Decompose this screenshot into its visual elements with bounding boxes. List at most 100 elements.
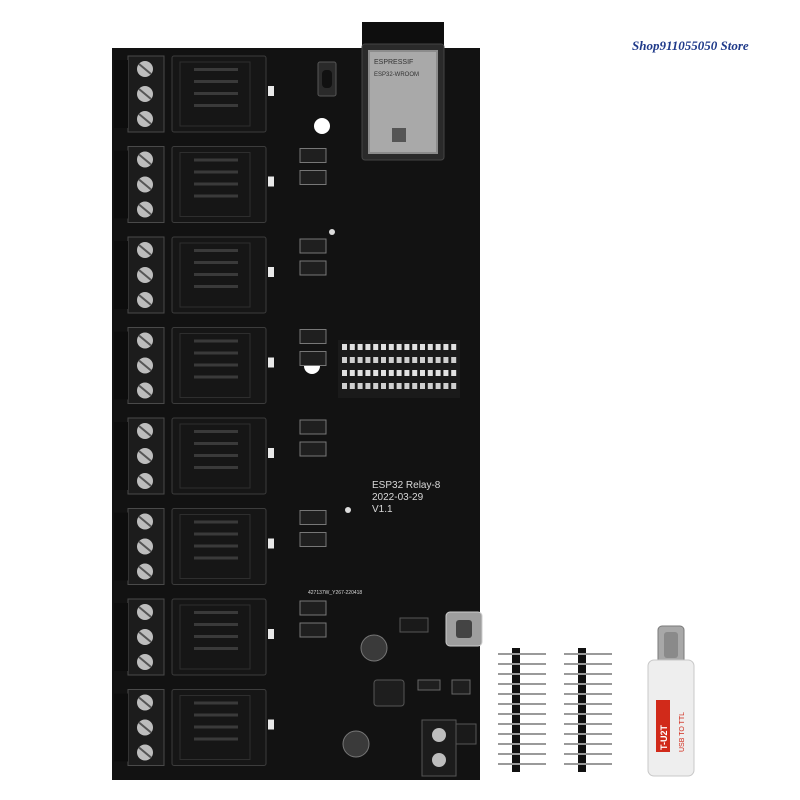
smd-component	[455, 723, 477, 745]
relay-marking	[194, 285, 238, 288]
screw-slot	[138, 334, 152, 347]
adapter-body	[647, 659, 695, 777]
status-led	[268, 86, 274, 96]
header-pad	[443, 383, 449, 389]
screw-slot	[138, 113, 152, 125]
header-pad	[420, 370, 425, 376]
terminal-label-strip	[114, 331, 128, 400]
transistor	[299, 441, 327, 457]
header-pad	[412, 370, 418, 376]
relay-marking	[194, 466, 238, 469]
relay-board: ESPRESSIF ESP32-WROOM ESP32 Relay-8 2022…	[112, 22, 483, 780]
screw-slot	[138, 88, 152, 100]
header-pad	[357, 344, 363, 350]
relay-face	[179, 242, 251, 308]
status-led	[268, 176, 274, 187]
transistor	[299, 238, 327, 254]
board-serial: 427137W_Y267-220418	[308, 590, 362, 596]
header-pad	[443, 344, 449, 350]
status-led	[268, 538, 274, 549]
transistor	[299, 532, 327, 547]
pin-header	[564, 648, 612, 772]
pin-header	[498, 648, 546, 772]
status-led	[268, 357, 274, 368]
relay-marking	[194, 430, 238, 433]
header-pad	[404, 370, 410, 376]
header-pad	[373, 344, 379, 350]
relay-marking	[194, 273, 238, 276]
transistor	[299, 148, 327, 163]
transistor	[299, 351, 327, 366]
screw	[432, 728, 446, 742]
inductor	[373, 679, 405, 707]
screw-slot	[138, 565, 152, 578]
header-pad	[404, 383, 410, 389]
screw-slot	[138, 203, 152, 216]
header-pad	[412, 383, 418, 389]
header-pad	[435, 383, 441, 389]
header-pad	[396, 370, 402, 376]
status-led	[268, 267, 274, 277]
header-pad	[357, 357, 363, 363]
terminal-label-strip	[114, 150, 128, 219]
terminal-label-strip	[114, 603, 128, 671]
header-pad	[388, 370, 394, 376]
relay-marking	[194, 647, 238, 650]
header-pad	[373, 383, 379, 389]
relay-marking	[194, 737, 238, 741]
relay-channel	[114, 55, 274, 133]
screw-slot	[138, 359, 152, 372]
via	[345, 507, 351, 513]
header-pad	[349, 357, 355, 363]
screw-slot	[138, 721, 152, 734]
loose-pin-headers	[498, 648, 612, 772]
header-pad	[381, 357, 386, 363]
adapter-brand: T-U2T	[659, 724, 669, 750]
relay-marking	[194, 339, 238, 343]
transistor	[299, 510, 327, 525]
header-pad	[443, 357, 449, 363]
terminal-label-strip	[114, 693, 128, 762]
capacitor	[342, 730, 370, 758]
header-pad	[388, 344, 394, 350]
relay-channel	[114, 327, 327, 404]
header-pad	[373, 370, 379, 376]
header-pad	[435, 370, 441, 376]
header-pad	[451, 344, 457, 350]
relay-face	[179, 152, 251, 217]
header-pad	[373, 357, 379, 363]
relay-face	[179, 514, 251, 579]
header-pad	[420, 383, 425, 389]
screw-slot	[138, 515, 152, 528]
relay-channel	[114, 508, 327, 585]
mounting-hole	[314, 118, 330, 134]
header-plastic	[512, 648, 520, 772]
adapter-label: USB TO TTL	[679, 712, 686, 752]
status-led	[268, 629, 274, 639]
regulator-chip	[399, 617, 429, 633]
header-pad	[357, 383, 363, 389]
screw-slot	[138, 631, 152, 643]
header-pad	[388, 357, 394, 363]
header-pad	[451, 370, 457, 376]
header-pad	[427, 344, 433, 350]
relay-marking	[194, 170, 238, 174]
relay-face	[179, 333, 251, 398]
module-brand: ESPRESSIF	[374, 59, 413, 66]
header-pad	[451, 357, 457, 363]
module-model: ESP32-WROOM	[374, 72, 419, 78]
header-pad	[404, 344, 410, 350]
relay-channel	[114, 146, 327, 223]
screw-slot	[138, 450, 152, 462]
screw-slot	[138, 153, 152, 166]
header-pad	[365, 383, 371, 389]
terminal-label-strip	[114, 422, 128, 490]
relay-marking	[194, 544, 238, 548]
relay-marking	[194, 158, 238, 162]
relay-marking	[194, 363, 238, 367]
terminal-label-strip	[114, 60, 128, 128]
qr-code	[392, 128, 406, 142]
header-pad	[388, 383, 394, 389]
relay-marking	[194, 104, 238, 107]
